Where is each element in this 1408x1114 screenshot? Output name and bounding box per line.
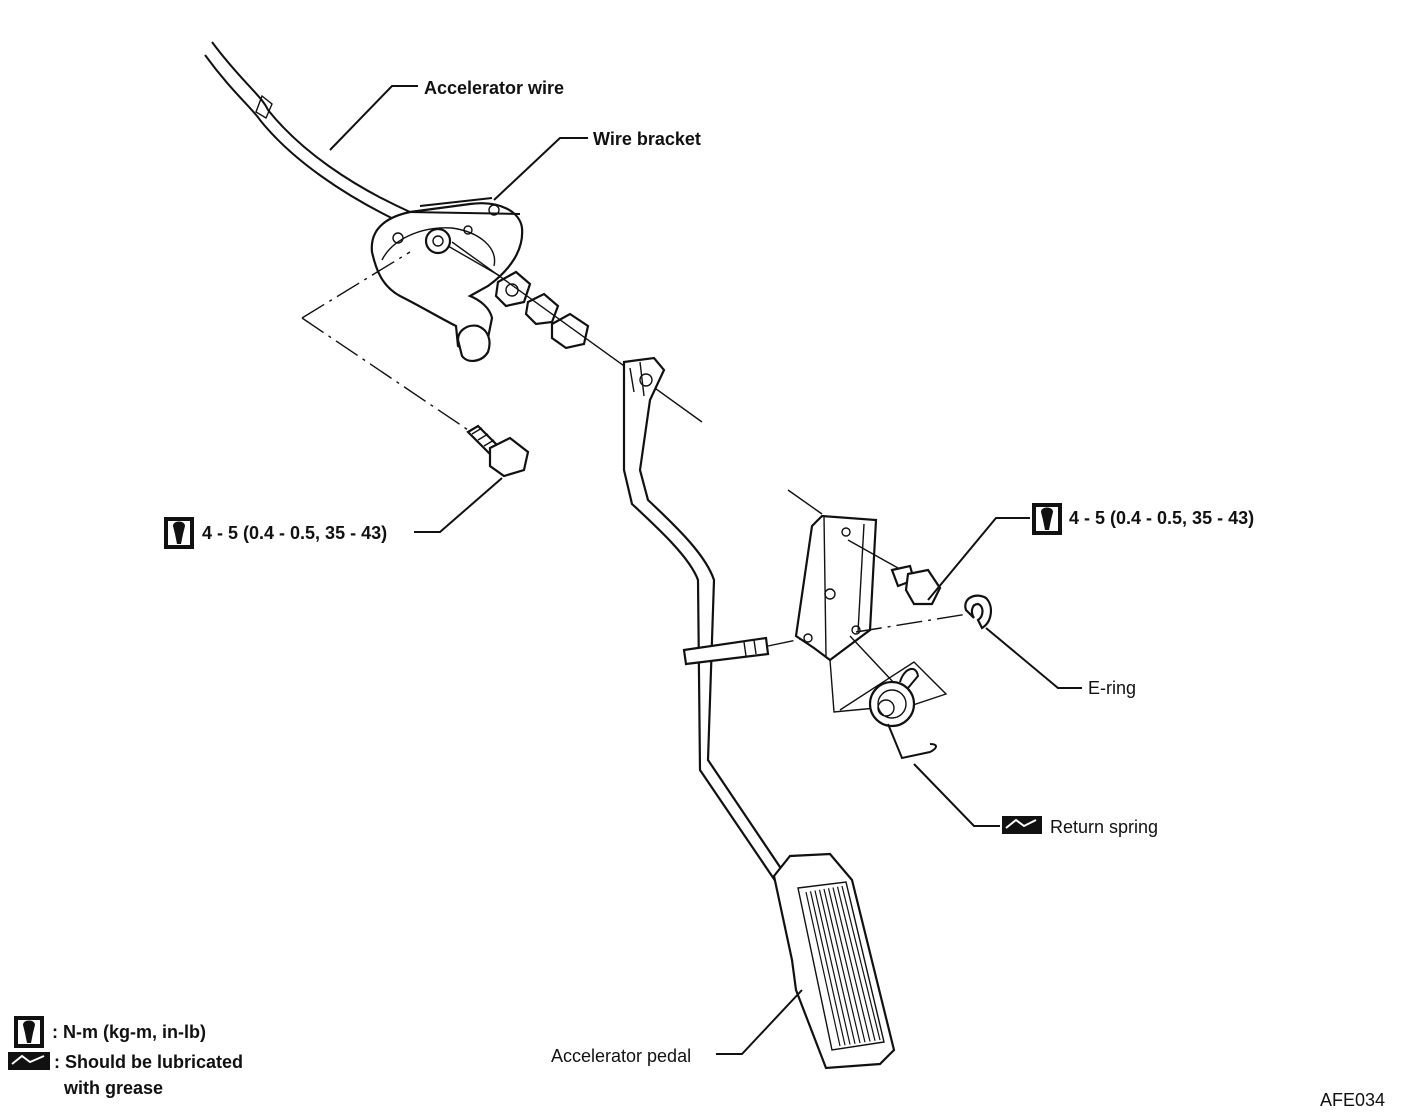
accelerator-wire [204, 41, 411, 223]
pedal-pad-rib [805, 891, 841, 1047]
legend-grease-text-2: with grease [63, 1078, 163, 1098]
pedal-pad-rib [836, 886, 876, 1041]
torque-wrench-icon [1032, 503, 1062, 535]
pedal-bracket [794, 514, 878, 662]
left-bolt [466, 424, 530, 478]
pedal-pad-rib [818, 889, 856, 1044]
figure-code: AFE034 [1320, 1090, 1385, 1110]
pedal-pad-rib [809, 891, 846, 1046]
torque-wrench-icon [164, 517, 194, 549]
label-torque-right: 4 - 5 (0.4 - 0.5, 35 - 43) [1069, 508, 1254, 528]
return-spring [839, 661, 948, 760]
pedal-pad [772, 852, 896, 1070]
wire-rod [447, 245, 501, 277]
pedal-arm [622, 356, 784, 885]
wire-bracket [370, 197, 524, 362]
grease-icon [8, 1052, 50, 1070]
e-ring-guide [855, 613, 969, 633]
label-return-spring: Return spring [1050, 817, 1158, 837]
pedal-pad-rib [832, 887, 871, 1042]
pedal-pad-ribs [805, 885, 881, 1047]
pivot-shaft [682, 636, 770, 666]
leader-lines [329, 85, 1082, 1055]
label-torque-left: 4 - 5 (0.4 - 0.5, 35 - 43) [202, 523, 387, 543]
pedal-pad-rib [827, 888, 866, 1043]
legend-torque-text: : N-m (kg-m, in-lb) [52, 1022, 206, 1042]
pedal-pad-rib [841, 885, 881, 1041]
label-accelerator-pedal: Accelerator pedal [551, 1046, 691, 1066]
pedal-pad-rib [814, 890, 851, 1045]
bracket-guide-top [787, 489, 823, 515]
e-ring [964, 594, 992, 630]
legend-grease-text-1: : Should be lubricated [54, 1052, 243, 1072]
label-e-ring: E-ring [1088, 678, 1136, 698]
left-bolt-guide [301, 251, 481, 439]
torque-wrench-icon [14, 1016, 44, 1048]
pedal-pad-rib [823, 888, 861, 1044]
label-accelerator-wire: Accelerator wire [424, 78, 564, 98]
label-wire-bracket: Wire bracket [593, 129, 701, 149]
grease-icon [1002, 816, 1042, 834]
